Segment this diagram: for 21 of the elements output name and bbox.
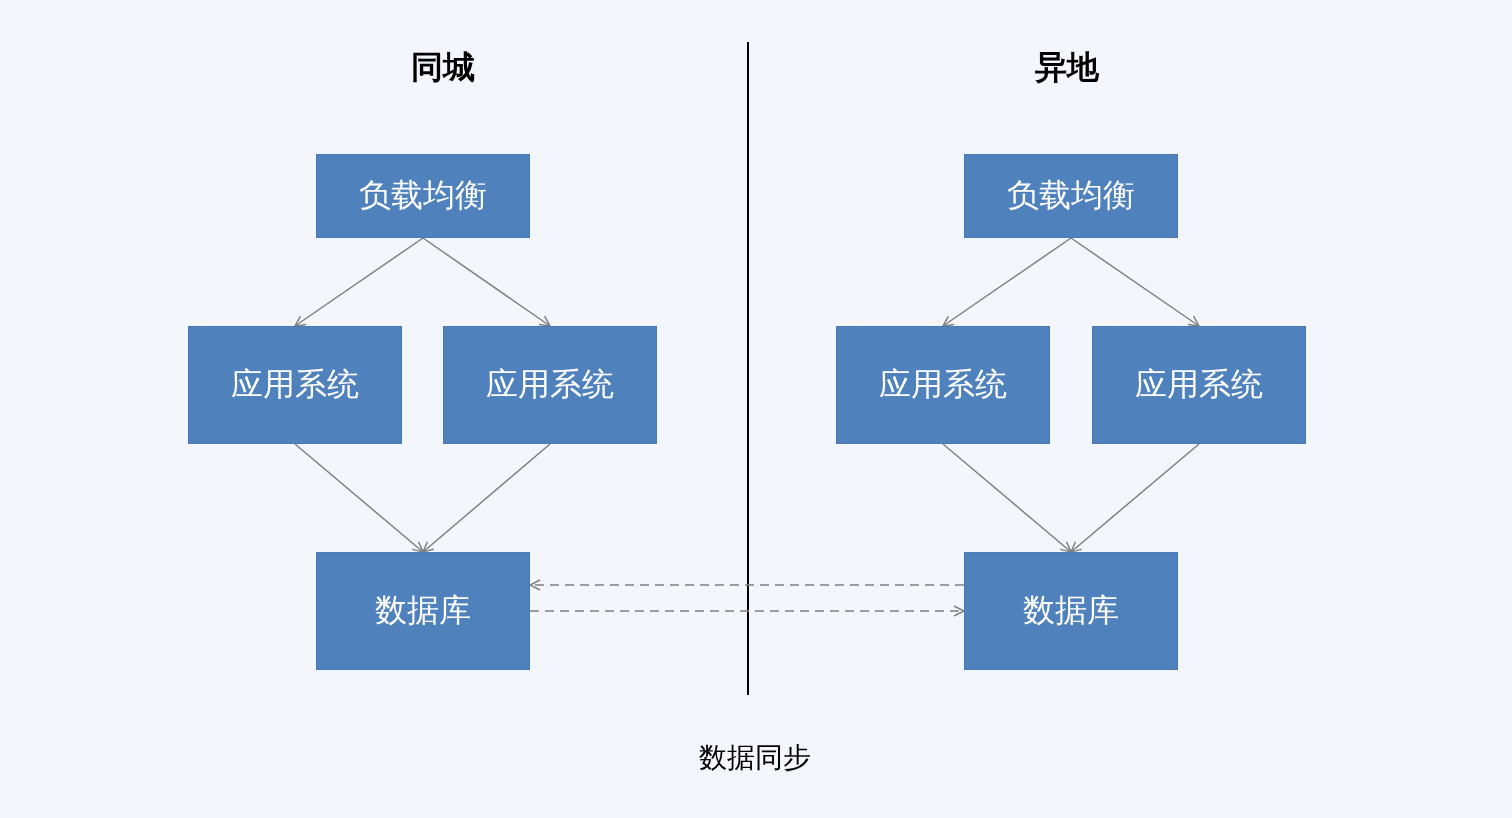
arrow (422, 237, 551, 327)
process-box: 应用系统 (836, 326, 1050, 444)
process-box: 应用系统 (188, 326, 402, 444)
process-box: 数据库 (316, 552, 530, 670)
arrow (422, 443, 551, 553)
caption-text: 数据同步 (699, 740, 811, 776)
column-heading: 同城 (411, 47, 475, 88)
arrow (1070, 237, 1200, 327)
process-box: 应用系统 (1092, 326, 1306, 444)
arrow (529, 579, 965, 591)
arrow (529, 605, 965, 617)
process-box: 负载均衡 (316, 154, 530, 238)
arrow (942, 237, 1072, 327)
arrow (294, 237, 424, 327)
column-heading: 异地 (1035, 47, 1099, 88)
arrow (942, 443, 1072, 553)
arrow (1070, 443, 1200, 553)
process-box: 负载均衡 (964, 154, 1178, 238)
process-box: 应用系统 (443, 326, 657, 444)
arrow (294, 443, 424, 553)
process-box: 数据库 (964, 552, 1178, 670)
